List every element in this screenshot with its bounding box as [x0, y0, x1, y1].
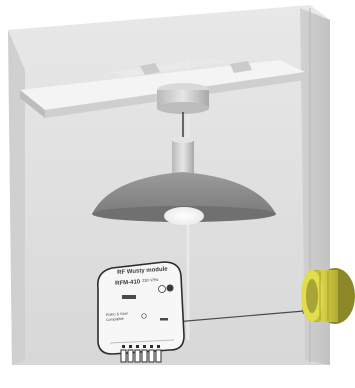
logo-mark [122, 295, 136, 299]
light-bulb [164, 207, 204, 225]
junction-box [301, 268, 355, 324]
lamp-socket [172, 140, 194, 174]
certification-icon [167, 285, 174, 292]
